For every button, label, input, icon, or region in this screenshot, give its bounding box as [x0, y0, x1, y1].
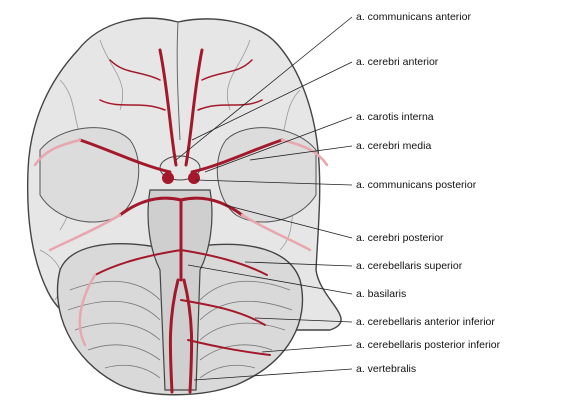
temporal-lobe-right [216, 127, 317, 223]
label-cerebellaris-anterior-inferior: a. cerebellaris anterior inferior [356, 316, 495, 328]
label-basilaris: a. basilaris [356, 288, 407, 300]
superior-cerebellar [94, 249, 268, 276]
label-cerebri-posterior: a. cerebri posterior [356, 232, 444, 244]
label-carotis-interna: a. carotis interna [356, 111, 434, 123]
posterior-cerebral-left [118, 196, 183, 217]
vertebral-artery-left [168, 278, 180, 394]
longitudinal-fissure [176, 21, 181, 141]
leader-lines [175, 16, 353, 381]
branches-frontal [99, 59, 263, 111]
label-cerebellaris-posterior-inferior: a. cerebellaris posterior inferior [356, 339, 501, 351]
brainstem [147, 189, 213, 391]
circle-of-willis-right [188, 172, 200, 184]
label-cerebri-media: a. cerebri media [356, 140, 432, 152]
middle-cerebral-right [190, 138, 284, 174]
arteries [78, 48, 284, 394]
middle-cerebral-left [78, 138, 172, 174]
label-communicans-anterior: a. communicans anterior [356, 11, 471, 23]
label-cerebri-anterior: a. cerebri anterior [356, 56, 439, 68]
label-cerebellaris-superior: a. cerebellaris superior [356, 260, 463, 272]
label-communicans-posterior: a. communicans posterior [356, 179, 477, 191]
anterior-cerebral-left [158, 48, 178, 167]
vertebral-artery-right [182, 278, 194, 394]
cerebellar-folia [67, 280, 293, 379]
pica [187, 339, 271, 356]
label-vertebralis: a. vertebralis [356, 363, 417, 375]
circle-of-willis-left [162, 172, 174, 184]
aica [180, 299, 266, 326]
anterior-cerebral-right [184, 48, 204, 167]
arteries-light [33, 138, 329, 347]
posterior-cerebral-right [179, 196, 244, 217]
